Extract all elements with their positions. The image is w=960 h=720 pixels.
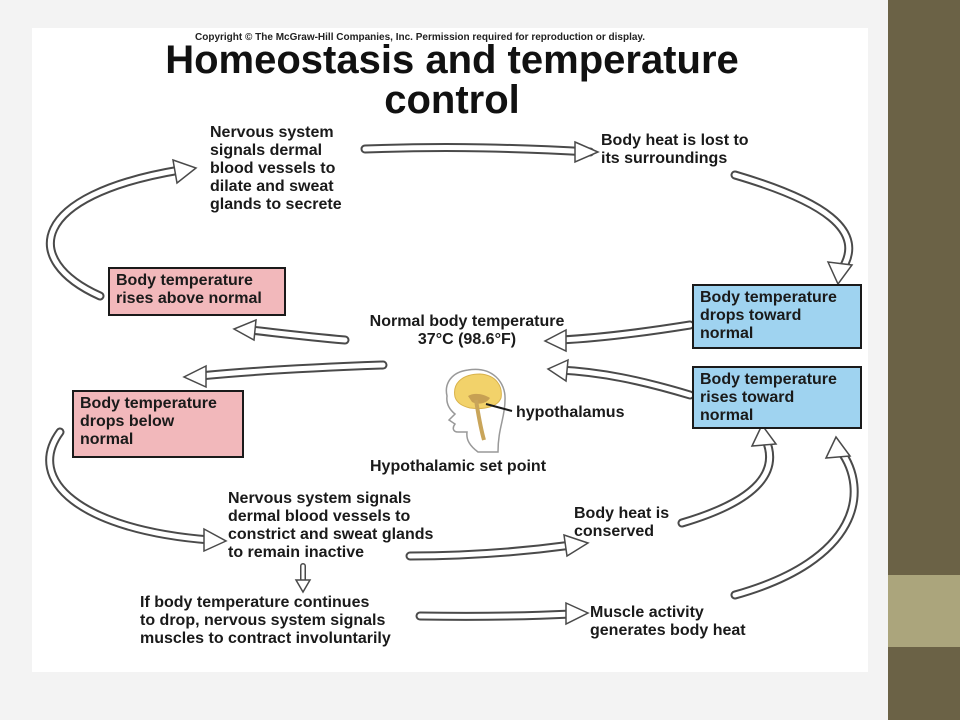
arrow-constrict-to-conserved [405, 533, 590, 561]
node-muscle-activity: Muscle activity generates body heat [590, 604, 746, 639]
arrow-continues-to-muscle [415, 601, 590, 626]
arrow-normal-to-risesabove [232, 318, 350, 345]
side-accent-bar-top [888, 0, 960, 575]
node-continues-to-drop: If body temperature continues to drop, n… [140, 594, 391, 647]
arrow-constrict-down-to-continues [294, 563, 312, 594]
node-heat-conserved: Body heat is conserved [574, 505, 670, 540]
head-brain-icon [445, 368, 513, 453]
arrow-dropstoward-to-normal [543, 320, 695, 353]
label-hypothalamus: hypothalamus [516, 404, 625, 421]
side-accent-bar-middle [888, 575, 960, 647]
arrow-dropsbelow-to-constrict [45, 427, 228, 553]
arrow-setpoint-to-dropsbelow [182, 360, 388, 389]
arrow-muscle-to-risestoward [730, 435, 859, 600]
box-rises-toward-normal: Body temperature rises toward normal [692, 366, 862, 429]
arrow-dilate-to-heatlost [360, 140, 600, 164]
box-rises-above-normal: Body temperature rises above normal [108, 267, 286, 316]
box-drops-toward-normal: Body temperature drops toward normal [692, 284, 862, 349]
arrow-heatlost-to-dropstoward [730, 170, 854, 286]
arrow-risestoward-to-normal [546, 358, 695, 400]
diagram-title: Homeostasis and temperature control [165, 38, 739, 122]
copyright-notice: Copyright © The McGraw-Hill Companies, I… [195, 32, 646, 43]
arrow-risesabove-to-dilate [45, 158, 198, 301]
diagram-figure [32, 28, 868, 672]
label-hypothalamic-set-point: Hypothalamic set point [370, 458, 547, 475]
node-nervous-constrict: Nervous system signals dermal blood vess… [228, 490, 434, 561]
node-nervous-dilate: Nervous system signals dermal blood vess… [210, 124, 342, 213]
node-heat-lost: Body heat is lost to its surroundings [601, 132, 749, 167]
node-normal-temperature: Normal body temperature 37°C (98.6°F) [369, 313, 565, 348]
side-accent-bar-bottom [888, 647, 960, 720]
arrow-conserved-to-risestoward [677, 423, 778, 528]
box-drops-below-normal: Body temperature drops below normal [72, 390, 244, 458]
